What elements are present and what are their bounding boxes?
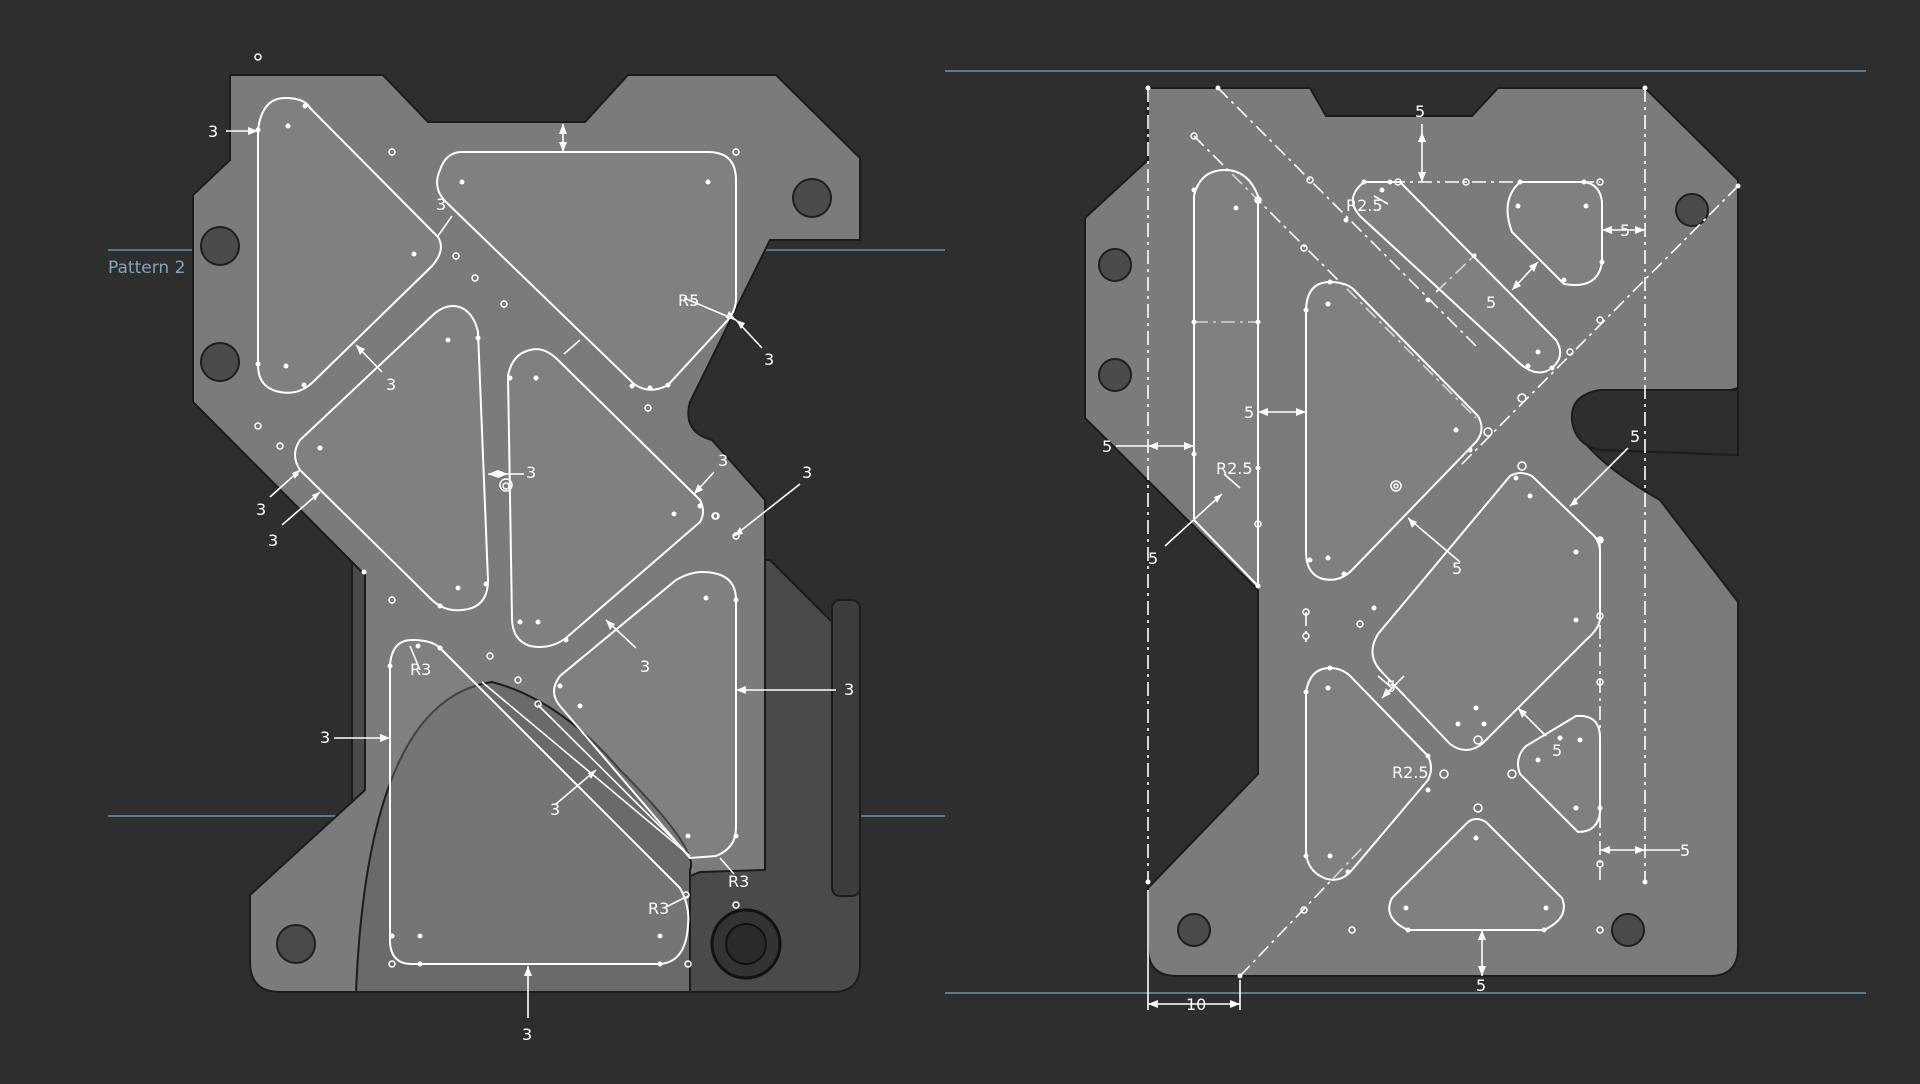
dimension-label[interactable]: 3: [320, 728, 330, 747]
dimension-label[interactable]: 3: [550, 800, 560, 819]
dimension-label[interactable]: 5: [1386, 677, 1396, 696]
dimension-label[interactable]: 3: [208, 122, 218, 141]
dimension-label[interactable]: 3: [256, 500, 266, 519]
mounting-hole[interactable]: [792, 178, 832, 218]
dimension-label[interactable]: 3: [526, 463, 536, 482]
dimension-label[interactable]: 3: [640, 657, 650, 676]
dimension-label[interactable]: 5: [1680, 841, 1690, 860]
dimension-label[interactable]: 5: [1452, 559, 1462, 578]
right-sketch-points: [1145, 85, 1741, 979]
mounting-hole[interactable]: [1675, 193, 1709, 227]
slot-left-narrow[interactable]: [1193, 168, 1259, 589]
dimension-label[interactable]: 5: [1486, 293, 1496, 312]
dimension-label[interactable]: R2.5: [1346, 196, 1383, 215]
dimension-label[interactable]: R2.5: [1392, 763, 1429, 782]
dimension-label[interactable]: 3: [436, 195, 446, 214]
left-dimension-leaders: [226, 124, 836, 1018]
left-part-side-rail: [831, 599, 861, 897]
dimension-label[interactable]: 3: [844, 680, 854, 699]
dimension-label[interactable]: R2.5: [1216, 459, 1253, 478]
pattern-label[interactable]: Pattern 2: [108, 258, 185, 278]
guide-lines: Pattern 2: [108, 70, 1866, 994]
dimension-label[interactable]: 3: [268, 531, 278, 550]
slot-lower-right-tri[interactable]: [1517, 714, 1601, 834]
dimension-label[interactable]: R5: [678, 291, 699, 310]
left-part[interactable]: 3 3 R5 3 3 3 3 3 3 3 3 3 R3 3 3 R3 R3 3: [192, 53, 861, 1044]
dimension-label[interactable]: 3: [718, 451, 728, 470]
dimension-label[interactable]: R3: [728, 872, 749, 891]
slot-mid-left[interactable]: [294, 305, 490, 612]
sketch-line[interactable]: [537, 704, 685, 851]
slot-upper-right-tri[interactable]: [1506, 181, 1603, 286]
mounting-hole[interactable]: [1177, 913, 1211, 947]
sketch-line[interactable]: [481, 681, 691, 857]
dimension-label[interactable]: 3: [802, 463, 812, 482]
dimension-label[interactable]: 3: [764, 350, 774, 369]
mounting-hole[interactable]: [1611, 913, 1645, 947]
slot-lower-right[interactable]: [553, 570, 737, 860]
mounting-hole[interactable]: [276, 924, 316, 964]
right-dimension-labels: 5 R2.5 5 5 5 5 R2.5 5 5 5 5 R2.5 5 5 5 1…: [1102, 102, 1690, 1014]
right-plate-notch: [1570, 389, 1739, 457]
mounting-hole[interactable]: [200, 226, 240, 266]
slot-mid-right[interactable]: [506, 348, 704, 648]
right-dimension-leaders: [1116, 124, 1680, 1010]
dimension-label[interactable]: R3: [648, 899, 669, 918]
dimension-label[interactable]: R3: [410, 660, 431, 679]
dimension-label[interactable]: 5: [1102, 437, 1112, 456]
dimension-label[interactable]: 3: [522, 1025, 532, 1044]
slot-center-right[interactable]: [1371, 472, 1601, 751]
mounting-hole[interactable]: [200, 342, 240, 382]
mounting-hole[interactable]: [1098, 358, 1132, 392]
left-dimension-labels: 3 3 R5 3 3 3 3 3 3 3 3 3 R3 3 3 R3 R3 3: [208, 122, 854, 1044]
slot-bottom-tri[interactable]: [1388, 818, 1565, 931]
sketch-points: [254, 53, 740, 968]
left-plate-outline[interactable]: [192, 74, 861, 993]
dimension-label[interactable]: 3: [386, 375, 396, 394]
boss-inner: [725, 923, 767, 965]
right-part[interactable]: 5 R2.5 5 5 5 5 R2.5 5 5 5 5 R2.5 5 5 5 1…: [1084, 85, 1741, 1015]
dimension-label[interactable]: 5: [1630, 427, 1640, 446]
dimension-label[interactable]: 10: [1186, 995, 1206, 1014]
left-part-cutout-face: [354, 680, 693, 993]
slot-top-right[interactable]: [436, 151, 737, 391]
dimension-label[interactable]: 5: [1244, 403, 1254, 422]
dimension-label[interactable]: 5: [1620, 221, 1630, 240]
slot-upper-diagonal[interactable]: [1352, 181, 1562, 374]
dimension-label[interactable]: 5: [1415, 102, 1425, 121]
mounting-hole[interactable]: [1098, 248, 1132, 282]
dimension-label[interactable]: 5: [1552, 741, 1562, 760]
dimension-label[interactable]: 5: [1148, 549, 1158, 568]
dimension-label[interactable]: 5: [1476, 976, 1486, 995]
